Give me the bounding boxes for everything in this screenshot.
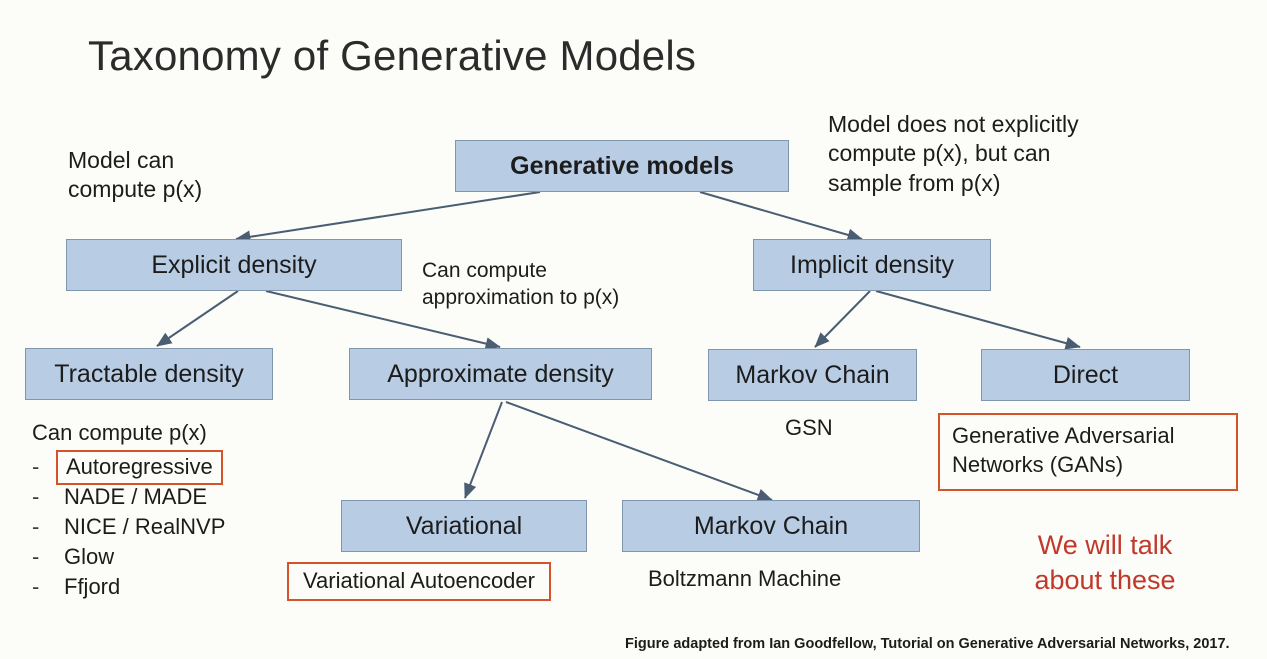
list-item: -NICE / RealNVP [32, 512, 229, 542]
node-direct[interactable]: Direct [981, 349, 1190, 401]
bullet-marker: - [32, 514, 40, 539]
node-explicit-density[interactable]: Explicit density [66, 239, 402, 291]
figure-credit: Figure adapted from Ian Goodfellow, Tuto… [625, 636, 1230, 652]
node-implicit-density[interactable]: Implicit density [753, 239, 991, 291]
caption-boltzmann-machine: Boltzmann Machine [648, 566, 842, 591]
bullet-marker: - [32, 574, 40, 599]
node-generative-models[interactable]: Generative models [455, 140, 789, 192]
node-markov-chain-approximate[interactable]: Markov Chain [622, 500, 920, 552]
callout-we-will-talk: We will talk about these [1034, 530, 1176, 596]
node-tractable-density[interactable]: Tractable density [25, 348, 273, 400]
edge-explicit-to-tractable [156, 290, 239, 347]
edge-approximate-to-variational [464, 401, 503, 499]
annotation-middle: Can compute approximation to p(x) [422, 259, 620, 309]
node-variational[interactable]: Variational [341, 500, 587, 552]
list-item: -NADE / MADE [32, 482, 229, 512]
caption-variational-autoencoder: Variational Autoencoder [287, 562, 551, 601]
list-item-label: Ffjord [64, 574, 121, 599]
list-item: -Glow [32, 542, 229, 572]
annotation-left-top: Model can compute p(x) [68, 147, 203, 203]
bullet-marker: - [32, 484, 40, 509]
list-item-label: NICE / RealNVP [64, 514, 226, 539]
tractable-examples-list: Can compute p(x) -Autoregressive-NADE / … [32, 420, 229, 602]
bullet-marker: - [32, 454, 40, 479]
list-item-label: Glow [64, 544, 115, 569]
edge-root-to-implicit [699, 191, 863, 242]
bullet-marker: - [32, 544, 40, 569]
node-approximate-density[interactable]: Approximate density [349, 348, 652, 400]
list-item: -Autoregressive [32, 449, 229, 485]
page-title: Taxonomy of Generative Models [88, 32, 697, 79]
caption-gsn: GSN [785, 415, 833, 440]
edge-implicit-to-direct [875, 290, 1081, 350]
node-markov-chain-implicit[interactable]: Markov Chain [708, 349, 917, 401]
edge-implicit-to-markov [814, 290, 871, 348]
list-item: -Ffjord [32, 572, 229, 602]
edge-root-to-explicit [235, 191, 541, 244]
caption-gan-box: Generative Adversarial Networks (GANs) [938, 413, 1238, 491]
list-item-label: Autoregressive [56, 449, 223, 485]
list-item-label: NADE / MADE [64, 484, 208, 509]
tractable-examples-lead: Can compute p(x) [32, 420, 207, 445]
edge-approximate-to-markov-bottom [505, 401, 773, 502]
tractable-examples-items: -Autoregressive-NADE / MADE-NICE / RealN… [32, 449, 229, 602]
annotation-right-top: Model does not explicitly compute p(x), … [828, 111, 1079, 196]
